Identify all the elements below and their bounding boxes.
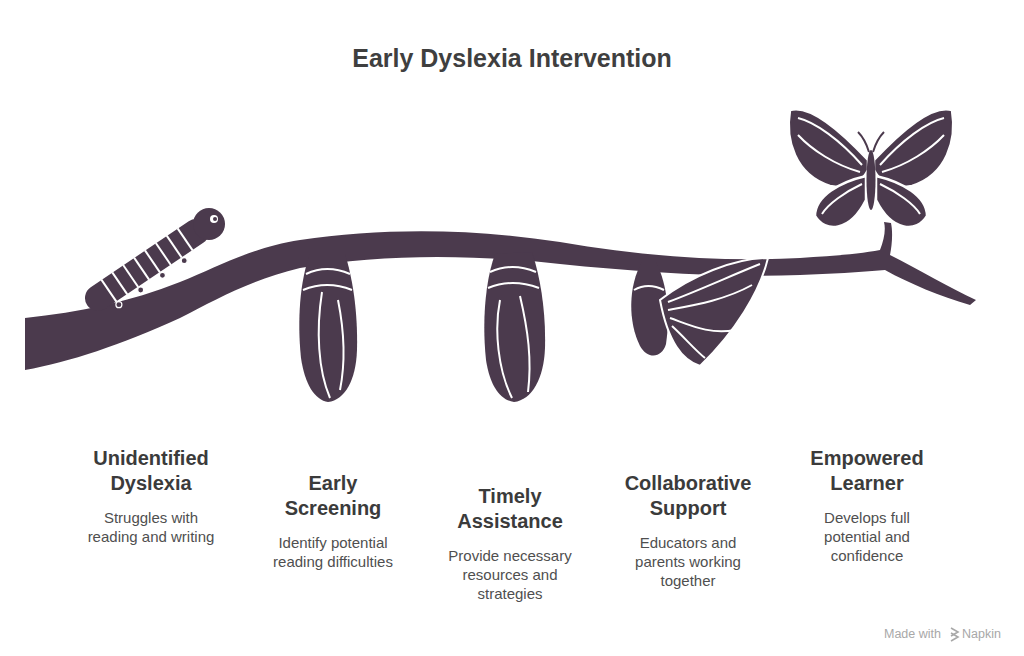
watermark-text: Napkin [962,627,1001,641]
caterpillar-leg [138,287,144,293]
segment-line [134,258,149,280]
butterfly [789,109,953,227]
stage-text-group: Collaborative SupportEducators and paren… [613,471,763,590]
stage-heading: Unidentified Dyslexia [86,446,216,496]
chrysalis [299,254,357,402]
stage-text-group: Timely AssistanceProvide necessary resou… [446,484,574,603]
caterpillar-leg [116,302,122,308]
segment-line [178,228,193,250]
diagram-title: Early Dyslexia Intervention [0,44,1024,73]
segment-line [145,250,160,272]
stage-description: Educators and parents working together [629,533,747,590]
stage-description: Struggles with reading and writing [85,508,217,546]
segment-line [112,272,127,294]
segment-line [101,280,116,302]
stage-description: Provide necessary resources and strategi… [446,546,574,603]
watermark-text: Made with [884,627,941,641]
segment-line [156,243,171,265]
caterpillar [98,208,225,308]
stage-text-group: Empowered LearnerDevelops full potential… [802,446,932,565]
stage-description: Develops full potential and confidence [811,508,923,565]
segment-line [123,265,138,287]
stage-description: Identify potential reading difficulties [266,533,400,571]
segment-line [167,236,182,258]
stage-heading: Empowered Learner [802,446,932,496]
logo-mark [951,628,958,641]
stage-heading: Early Screening [278,471,388,521]
caterpillar-leg [181,258,187,264]
emerging-butterfly [631,258,768,366]
stage-heading: Collaborative Support [613,471,763,521]
stage-heading: Timely Assistance [450,484,570,534]
stage-text-group: Unidentified DyslexiaStruggles with read… [85,446,217,546]
chrysalis [484,252,545,402]
stage-text-group: Early ScreeningIdentify potential readin… [266,471,400,571]
caterpillar-leg [159,272,165,278]
